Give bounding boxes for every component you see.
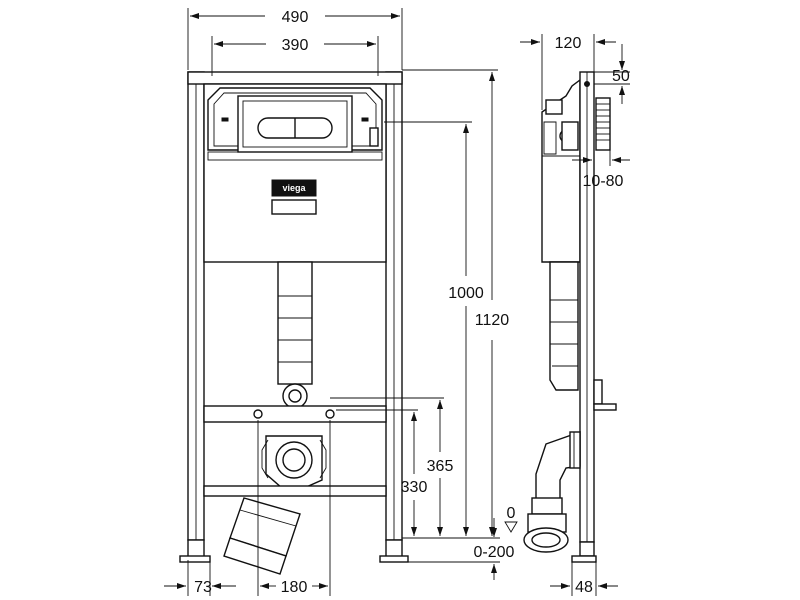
svg-text:viega: viega	[282, 183, 306, 193]
frame-left-upright	[187, 71, 205, 541]
dimension-wall-range: 10-80	[572, 146, 630, 190]
dimension-spacing-180: 180	[257, 420, 331, 596]
dimension-foot-48: 48	[550, 562, 618, 596]
frame-right-upright	[385, 71, 403, 541]
dimension-label-73: 73	[194, 579, 212, 596]
dimension-adjust-range: 0 0-200	[474, 505, 518, 580]
drain-pipe	[223, 497, 301, 575]
frame-top-rail	[187, 71, 403, 85]
viega-logo: viega	[271, 179, 317, 215]
dimension-depth-120: 120	[520, 34, 616, 110]
dimension-label-330: 330	[401, 479, 428, 496]
side-clip	[593, 379, 617, 411]
cistern-profile	[541, 78, 581, 263]
dimension-width-total: 490	[187, 8, 403, 70]
frame-feet	[179, 539, 409, 563]
dimension-label-365: 365	[427, 458, 454, 475]
dimension-offset-73: 73	[164, 560, 236, 596]
dimension-height-flush: 1000	[448, 124, 484, 536]
dimension-label-180: 180	[281, 579, 308, 596]
flush-pipe	[277, 261, 313, 409]
dimension-width-inner: 390	[211, 36, 379, 76]
dimension-depth-50: 50	[594, 44, 630, 104]
flush-plate-opening	[207, 87, 383, 153]
dimension-label-0-200: 0-200	[474, 544, 515, 561]
drain-elbow	[261, 435, 327, 489]
dimension-label-390: 390	[282, 37, 309, 54]
flush-pipe-side	[549, 261, 579, 391]
dimension-label-48: 48	[575, 579, 593, 596]
floor-level-label: 0	[507, 505, 516, 522]
mounting-rail	[203, 405, 387, 423]
side-view	[523, 71, 617, 563]
side-foot	[571, 541, 597, 563]
dimension-label-1000: 1000	[448, 285, 484, 302]
dimension-height-330: 330	[401, 412, 428, 536]
dimension-label-10-80: 10-80	[583, 173, 624, 190]
dimension-label-1120: 1120	[475, 312, 510, 329]
dimension-label-50: 50	[612, 68, 630, 85]
dimension-height-total: 1120	[475, 72, 510, 536]
dimension-label-490: 490	[282, 9, 309, 26]
wall-bracket	[584, 81, 611, 151]
drain-elbow-side	[523, 431, 581, 553]
dimension-label-120: 120	[555, 35, 582, 52]
front-view: viega	[179, 71, 409, 575]
frame-bottom-rail	[203, 485, 387, 497]
frame-upright-side	[579, 71, 595, 543]
dimension-height-365: 365	[427, 400, 454, 536]
